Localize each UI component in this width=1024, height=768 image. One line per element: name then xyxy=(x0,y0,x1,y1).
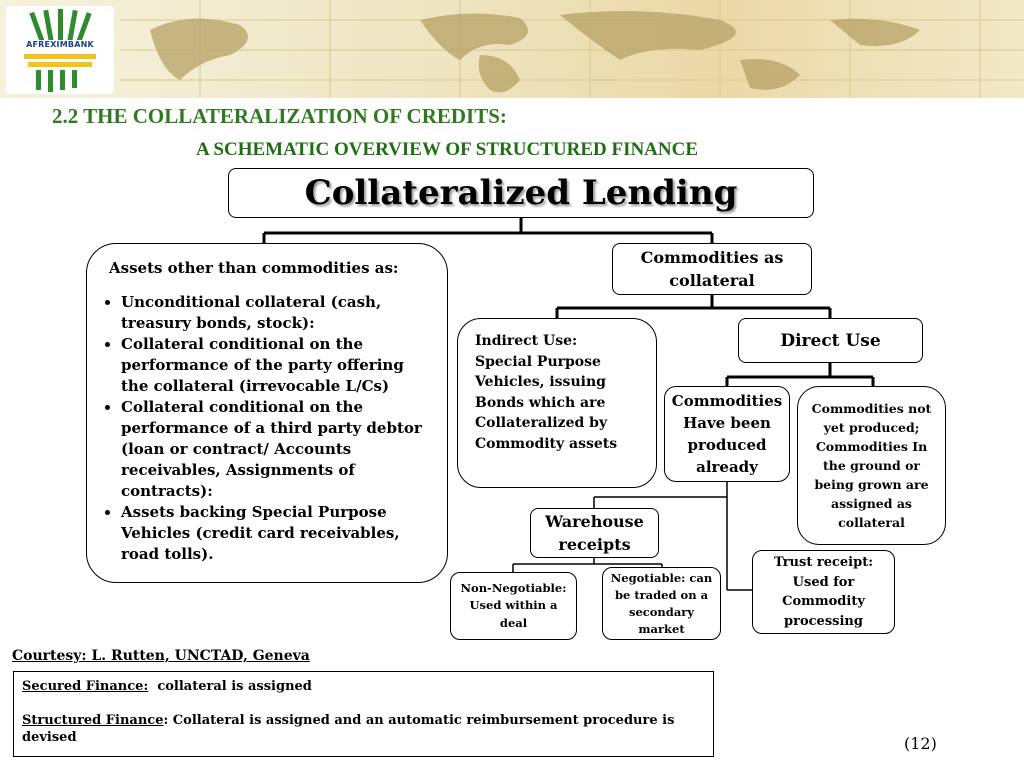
logo-text: AFREXIMBANK xyxy=(10,40,110,49)
structured-definition: Structured Finance: Collateral is assign… xyxy=(22,712,705,746)
definitions-box: Secured Finance: collateral is assigned … xyxy=(13,671,714,757)
commodities-label: Commodities as collateral xyxy=(640,248,784,290)
negotiable-label: Negotiable: can be traded on a secondary… xyxy=(610,570,713,636)
header-banner: AFREXIMBANK xyxy=(0,0,1024,98)
secured-definition: Secured Finance: collateral is assigned xyxy=(22,678,705,695)
produced-label: Commodities Have been produced already xyxy=(671,392,783,476)
commodities-collateral-box: Commodities as collateral xyxy=(612,243,812,295)
not-yet-produced-box: Commodities not yet produced; Commoditie… xyxy=(797,386,946,545)
logo-emblem-icon xyxy=(24,9,96,92)
list-item: Collateral conditional on the performanc… xyxy=(121,397,429,502)
non-negotiable-box: Non-Negotiable: Used within a deal xyxy=(450,572,577,640)
warehouse-label: Warehouse receipts xyxy=(545,512,644,554)
not-yet-label: Commodities not yet produced; Commoditie… xyxy=(811,401,932,530)
assets-heading: Assets other than commodities as: xyxy=(109,259,399,277)
assets-other-box: Assets other than commodities as: Uncond… xyxy=(86,243,448,583)
indirect-use-box: Indirect Use: Special Purpose Vehicles, … xyxy=(457,318,657,488)
slide-title: 2.2 THE COLLATERALIZATION OF CREDITS: xyxy=(52,104,507,128)
collateralized-lending-box: Collateralized Lending xyxy=(228,168,814,218)
direct-use-box: Direct Use xyxy=(738,318,923,363)
structured-label: Structured Finance xyxy=(22,713,164,728)
root-label: Collateralized Lending xyxy=(304,173,738,213)
produced-already-box: Commodities Have been produced already xyxy=(664,386,790,482)
slide-subtitle: A SCHEMATIC OVERVIEW OF STRUCTURED FINAN… xyxy=(196,139,699,160)
assets-list: Unconditional collateral (cash, treasury… xyxy=(109,292,429,565)
afreximbank-logo: AFREXIMBANK xyxy=(6,6,114,94)
non-negotiable-label: Non-Negotiable: Used within a deal xyxy=(460,580,567,630)
courtesy-note: Courtesy: L. Rutten, UNCTAD, Geneva xyxy=(12,648,310,664)
page-number: (12) xyxy=(904,734,937,753)
indirect-label: Indirect Use: Special Purpose Vehicles, … xyxy=(475,333,618,452)
secured-label: Secured Finance: xyxy=(22,679,149,694)
list-item: Assets backing Special Purpose Vehicles … xyxy=(121,502,429,565)
list-item: Collateral conditional on the performanc… xyxy=(121,334,429,397)
warehouse-receipts-box: Warehouse receipts xyxy=(530,508,659,558)
list-item: Unconditional collateral (cash, treasury… xyxy=(121,292,429,334)
structured-text: : Collateral is assigned and an automati… xyxy=(22,713,675,745)
trust-label: Trust receipt: Used for Commodity proces… xyxy=(773,555,874,629)
negotiable-box: Negotiable: can be traded on a secondary… xyxy=(602,567,721,640)
world-map-background xyxy=(120,0,1024,98)
secured-text: collateral is assigned xyxy=(157,679,312,694)
direct-label: Direct Use xyxy=(780,330,881,351)
trust-receipt-box: Trust receipt: Used for Commodity proces… xyxy=(752,550,895,634)
